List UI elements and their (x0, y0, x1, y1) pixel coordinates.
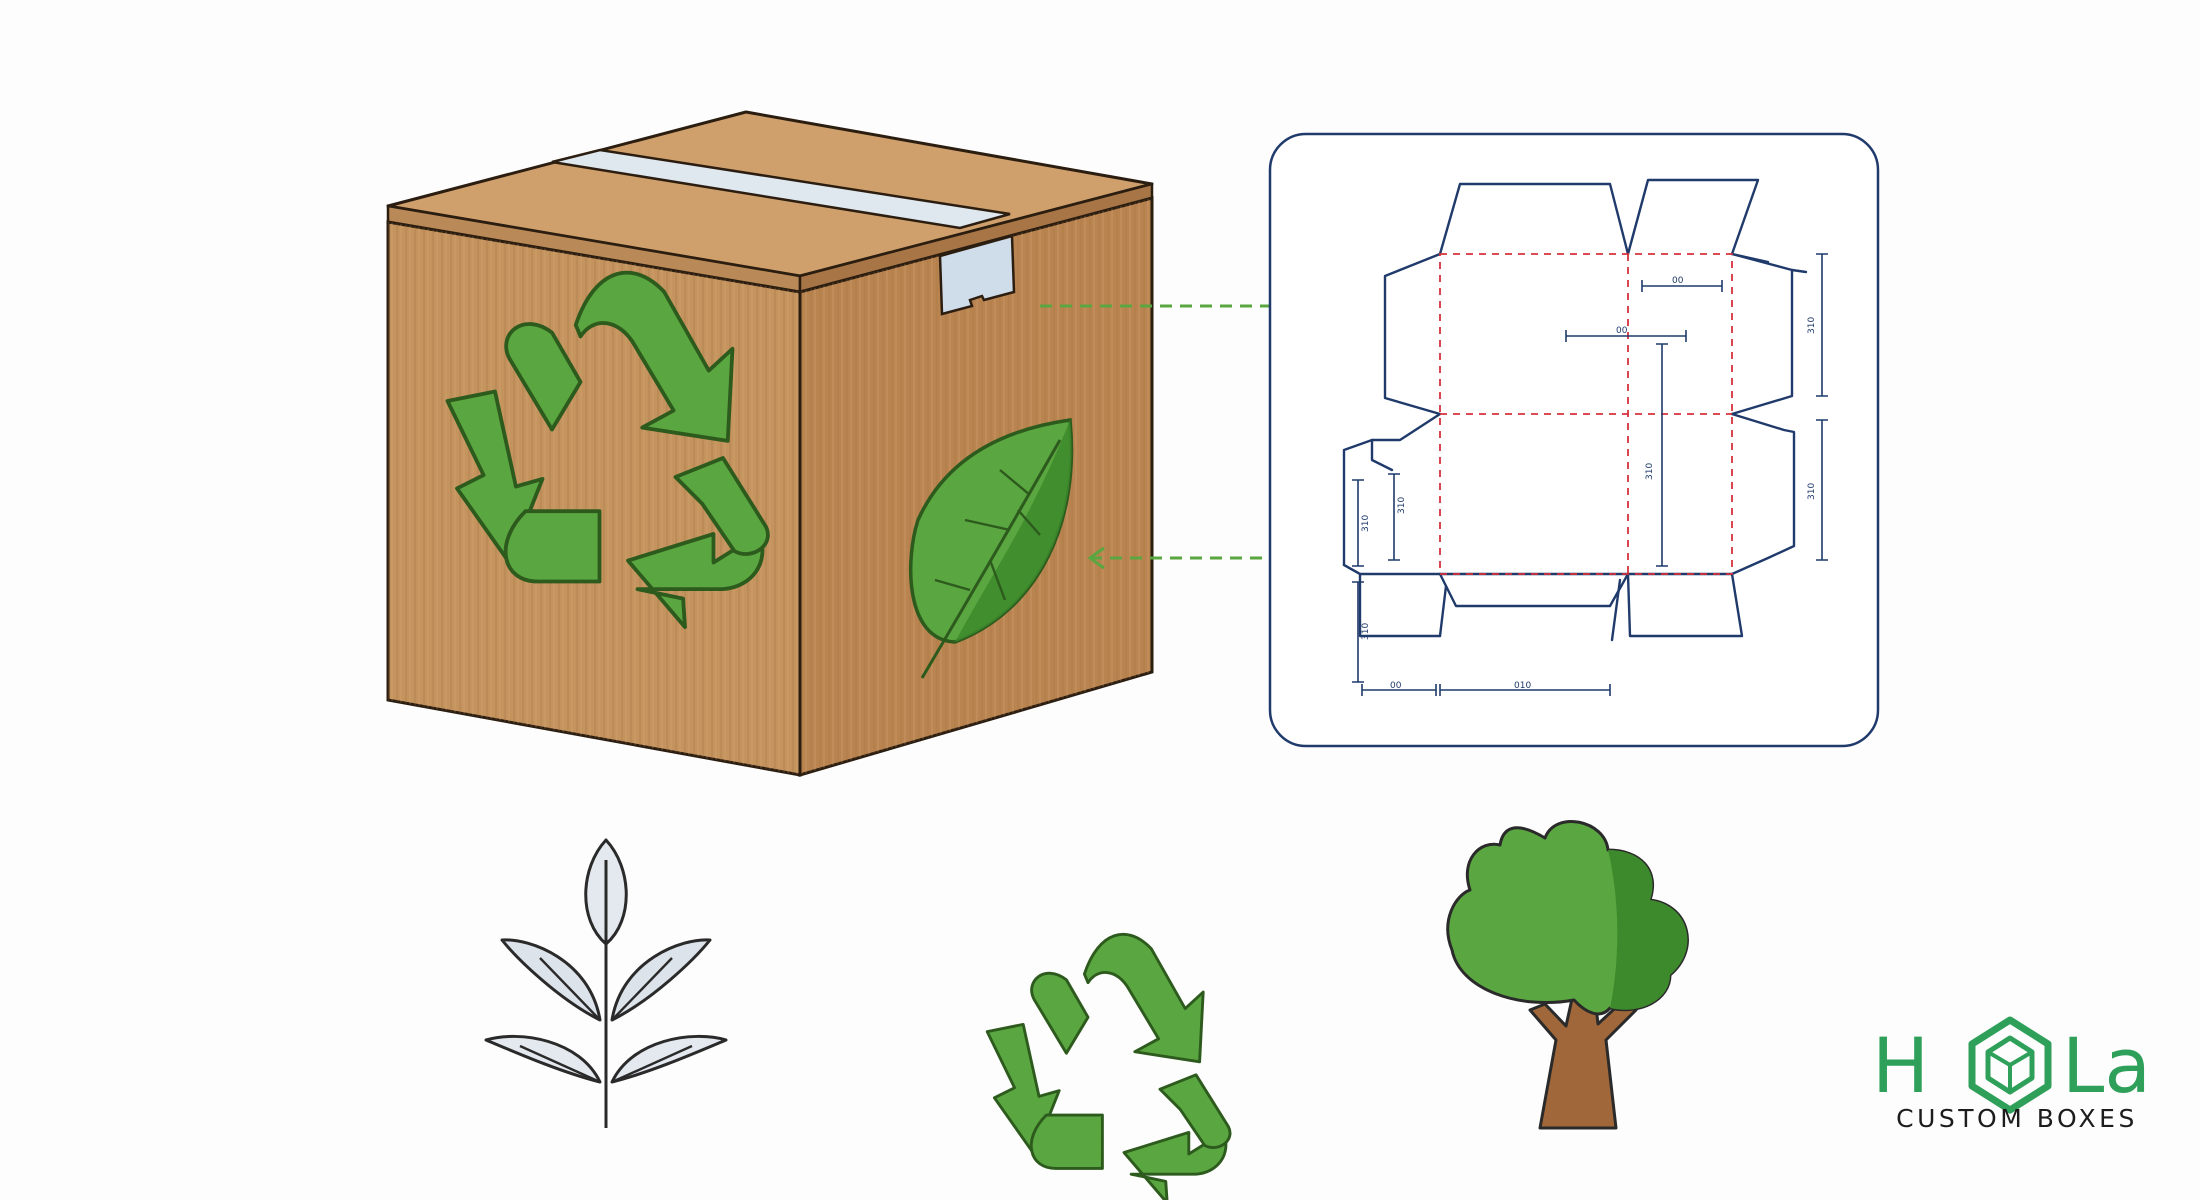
tree-icon (1446, 820, 1689, 1130)
box-leaf-icon (908, 418, 1074, 679)
brand-tagline: CUSTOM BOXES (1896, 1104, 2138, 1133)
dim-label: 310 (1645, 463, 1655, 480)
dim-label: 00 (1672, 276, 1684, 286)
brand-logo: CUSTOM BOXES (1872, 1012, 2172, 1142)
dim-label: 310 (1361, 515, 1371, 532)
logo-letter-h: H (1872, 1021, 1929, 1110)
dim-label: 00 (1390, 681, 1402, 691)
dim-label: 310 (1807, 317, 1817, 334)
logo-letters-la: La (2062, 1021, 2151, 1110)
dim-label: 00 (1616, 326, 1628, 336)
dim-label: 310 (1807, 483, 1817, 500)
dieline-panel: 00 00 310 310 310 310 310 310 00 010 (1268, 132, 1880, 748)
box-logo-icon: H La (1872, 1016, 2151, 1114)
dim-label: 310 (1361, 623, 1371, 640)
dim-label: 010 (1514, 681, 1531, 691)
recycle-icon (985, 932, 1232, 1200)
sprout-icon (484, 838, 728, 1128)
dim-label: 310 (1397, 497, 1407, 514)
